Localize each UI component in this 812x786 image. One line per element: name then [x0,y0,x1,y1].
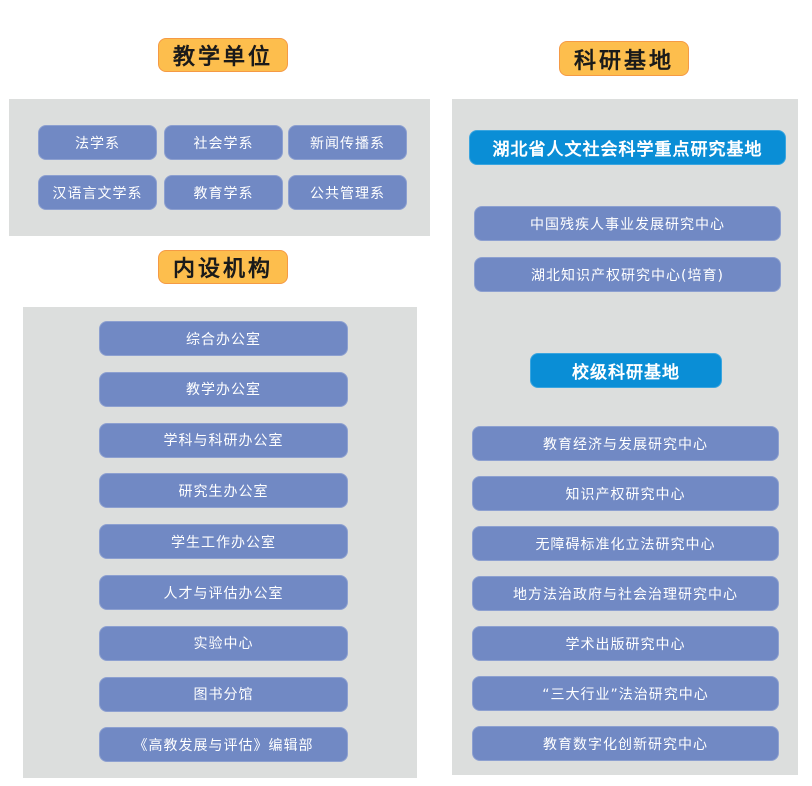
department-item[interactable]: 汉语言文学系 [38,175,157,210]
teaching-units-panel: 法学系 社会学系 新闻传播系 汉语言文学系 教育学系 公共管理系 [9,99,430,236]
school-research-center[interactable]: 教育数字化创新研究中心 [472,726,779,761]
department-item[interactable]: 公共管理系 [288,175,407,210]
internal-institution-item[interactable]: 学生工作办公室 [99,524,348,560]
provincial-research-center[interactable]: 中国残疾人事业发展研究中心 [474,206,781,241]
school-research-center[interactable]: 教育经济与发展研究中心 [472,426,779,461]
internal-institution-item[interactable]: 《高教发展与评估》编辑部 [99,727,348,763]
school-research-base-header: 校级科研基地 [530,353,722,388]
school-research-center[interactable]: “三大行业”法治研究中心 [472,676,779,711]
school-research-center[interactable]: 知识产权研究中心 [472,476,779,511]
provincial-research-base-header: 湖北省人文社会科学重点研究基地 [469,130,786,165]
internal-institutions-panel: 综合办公室教学办公室学科与科研办公室研究生办公室学生工作办公室人才与评估办公室实… [23,307,417,778]
research-bases-panel: 湖北省人文社会科学重点研究基地 中国残疾人事业发展研究中心 湖北知识产权研究中心… [452,99,798,775]
internal-institution-item[interactable]: 实验中心 [99,625,348,661]
school-research-center[interactable]: 地方法治政府与社会治理研究中心 [472,576,779,611]
internal-institution-item[interactable]: 综合办公室 [99,321,348,356]
research-bases-title: 科研基地 [559,41,689,76]
internal-institution-item[interactable]: 研究生办公室 [99,473,348,509]
department-item[interactable]: 教育学系 [164,175,283,210]
department-item[interactable]: 社会学系 [164,125,283,160]
provincial-research-center[interactable]: 湖北知识产权研究中心(培育) [474,257,781,292]
department-item[interactable]: 法学系 [38,125,157,160]
internal-institution-item[interactable]: 教学办公室 [99,371,348,407]
school-research-center[interactable]: 学术出版研究中心 [472,626,779,661]
internal-institution-item[interactable]: 学科与科研办公室 [99,422,348,458]
internal-institution-item[interactable]: 人才与评估办公室 [99,575,348,610]
internal-institution-item[interactable]: 图书分馆 [99,676,348,712]
teaching-units-title: 教学单位 [158,38,288,72]
internal-institutions-title: 内设机构 [158,250,288,284]
school-research-center[interactable]: 无障碍标准化立法研究中心 [472,526,779,561]
department-item[interactable]: 新闻传播系 [288,125,407,160]
